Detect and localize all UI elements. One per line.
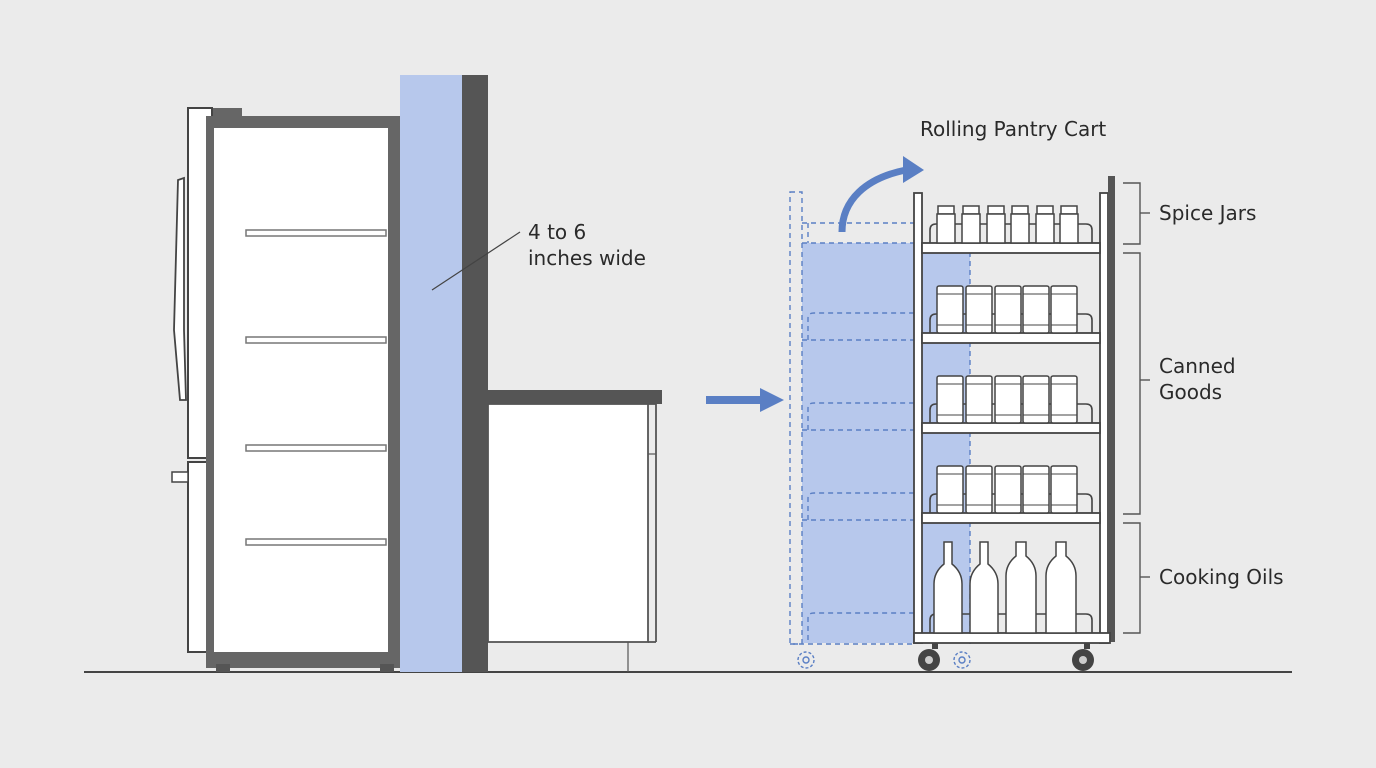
gap-width-line1: 4 to 6 (528, 220, 587, 244)
canned-goods-label: Canned Goods (1159, 353, 1236, 405)
cart-wheel-icon (918, 643, 1094, 671)
gap-width-label: 4 to 6 inches wide (528, 219, 646, 271)
oil-bottles (933, 541, 1077, 634)
wall (462, 75, 488, 672)
spice-jars (936, 205, 1079, 244)
fridge-handle (173, 176, 187, 401)
canned-goods-line2: Goods (1159, 380, 1223, 404)
arrow-head-icon (760, 388, 784, 412)
gap-width-line2: inches wide (528, 246, 646, 270)
curved-arrow-head-icon (903, 156, 924, 183)
cart-shelves (913, 242, 1111, 644)
ghost-wheel-icon (797, 651, 971, 669)
cart-title: Rolling Pantry Cart (920, 117, 1107, 141)
canned-goods (936, 285, 1078, 514)
canned-goods-line1: Canned (1159, 354, 1236, 378)
cooking-oils-label: Cooking Oils (1159, 565, 1284, 589)
gap-leader-line (431, 231, 521, 291)
counter (487, 390, 662, 672)
rolling-pantry-cart (913, 176, 1115, 671)
pull-out-arrow (838, 166, 907, 233)
spice-jars-label: Spice Jars (1159, 201, 1257, 225)
freezer-handle (171, 471, 189, 483)
refrigerator (171, 107, 400, 672)
gap-highlight (400, 75, 462, 672)
fridge-shelves (245, 229, 387, 546)
section-brackets (1123, 182, 1150, 634)
